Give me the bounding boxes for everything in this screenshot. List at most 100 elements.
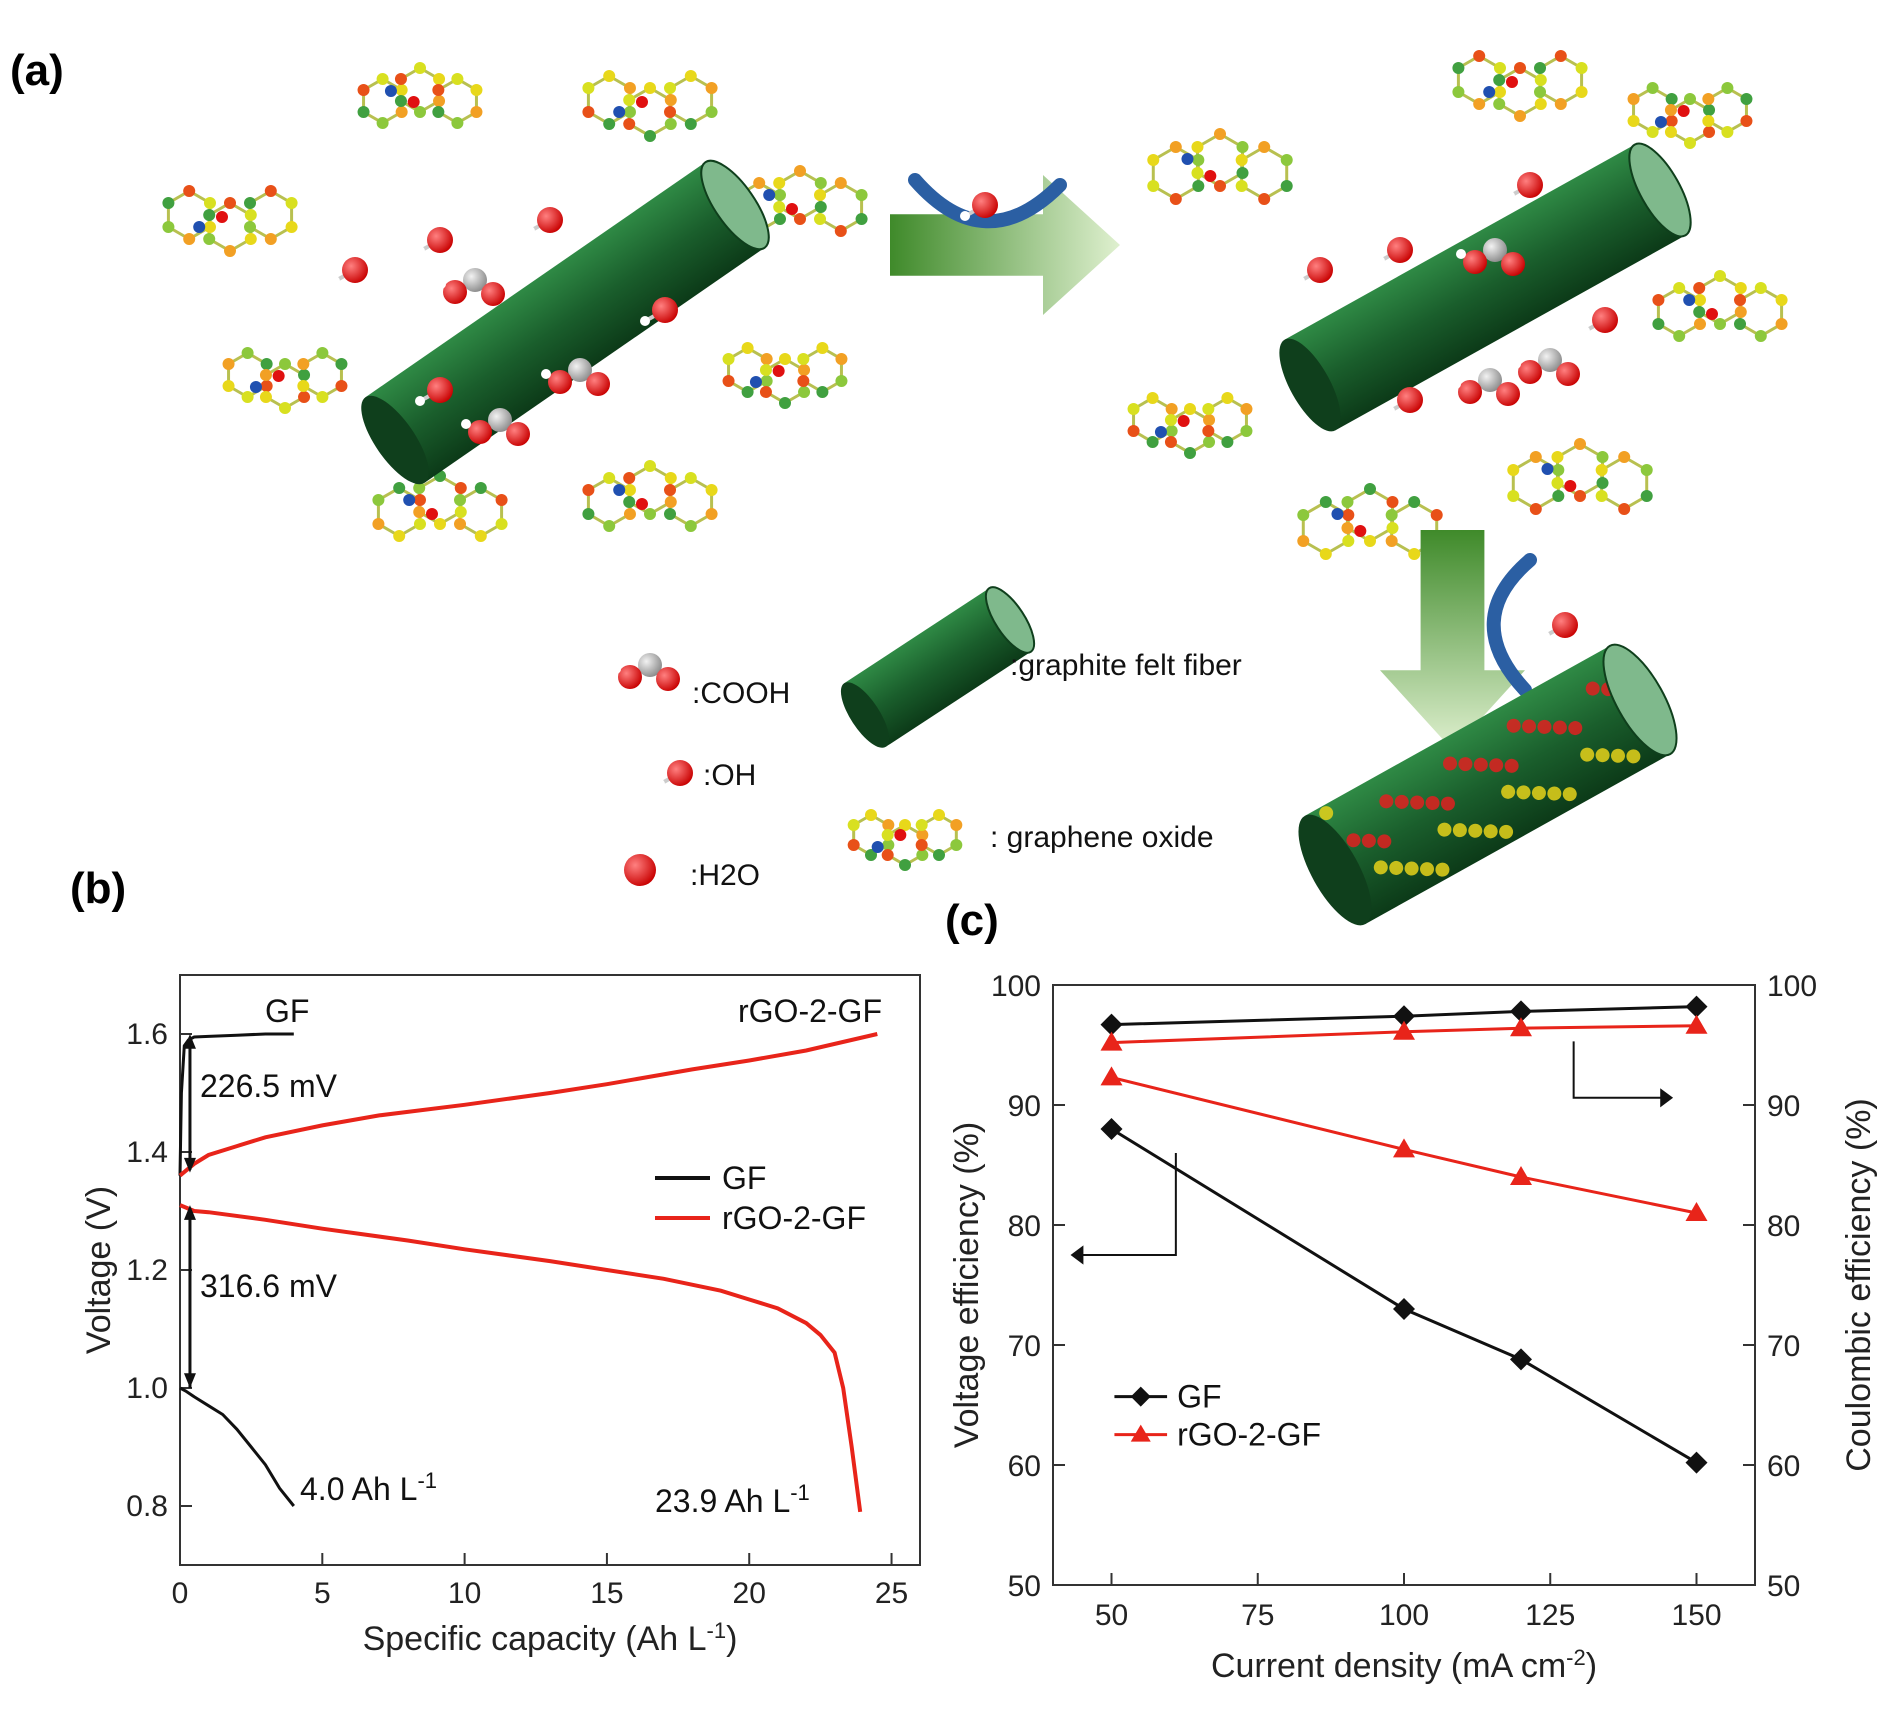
go-atom — [759, 364, 772, 376]
go-atom — [414, 62, 426, 74]
go-coating-dot — [1506, 718, 1521, 733]
y-tick-label-left: 100 — [991, 970, 1041, 1003]
go-oxygen — [1354, 525, 1367, 537]
go-atom — [623, 508, 636, 520]
go-atom — [413, 506, 426, 518]
go-atom — [1618, 503, 1631, 515]
go-atom — [1684, 93, 1696, 105]
go-atom — [224, 245, 236, 257]
go-atom — [760, 353, 773, 365]
go-atom — [474, 482, 487, 494]
go-atom — [162, 221, 175, 233]
go-coating-dot — [1452, 823, 1467, 838]
go-atom — [1146, 436, 1159, 448]
go-atom — [1775, 318, 1788, 330]
go-atom — [794, 165, 806, 177]
go-atom — [855, 213, 868, 225]
go-atom — [644, 460, 656, 472]
h-atom — [1511, 359, 1521, 369]
go-atom — [454, 494, 467, 506]
go-atom — [1236, 167, 1249, 179]
go-atom — [623, 94, 636, 106]
go-atom — [623, 82, 636, 94]
x-tick-label: 15 — [590, 1577, 623, 1610]
go-atom — [414, 106, 426, 118]
go-atom — [297, 380, 310, 392]
go-atom — [376, 117, 389, 129]
data-point-rgo — [1393, 1138, 1415, 1158]
go-atom — [741, 342, 754, 354]
go-coating-dot — [1516, 785, 1531, 800]
y-tick-label: 1.4 — [126, 1136, 168, 1169]
go-nitrogen — [1683, 294, 1696, 306]
go-atom — [664, 106, 677, 118]
go-atom — [915, 839, 928, 851]
arrow-shape — [1380, 530, 1525, 750]
o-atom — [1307, 257, 1333, 283]
go-coating-dot — [1626, 749, 1641, 764]
go-atom — [394, 73, 407, 85]
o-atom — [1518, 360, 1542, 384]
go-atom — [1364, 483, 1376, 495]
go-atom — [759, 386, 772, 398]
oh-group — [1295, 257, 1333, 286]
go-atom — [1514, 110, 1526, 122]
go-atom — [1551, 451, 1564, 463]
go-coating-dot — [1404, 861, 1419, 876]
y-tick-label-right: 50 — [1767, 1570, 1800, 1603]
data-point-gf — [1393, 1005, 1415, 1028]
series-line-rGO-2-GF-discharge — [179, 1203, 863, 1513]
plot-frame — [1052, 984, 1756, 1586]
go-atom — [1734, 282, 1747, 294]
o-atom — [481, 282, 505, 306]
go-atom — [814, 177, 827, 189]
graphene-oxide-molecule — [1507, 438, 1653, 515]
go-atom — [1596, 451, 1609, 463]
go-atom — [1575, 62, 1588, 74]
go-atom — [1552, 490, 1565, 502]
go-coating-dot — [1585, 681, 1600, 696]
go-atom — [916, 849, 929, 861]
series-line-GF-charge — [178, 1032, 294, 1176]
go-atom — [603, 118, 616, 130]
go-coating-dot — [1562, 787, 1577, 802]
go-atom — [865, 809, 877, 821]
fiber-body — [844, 588, 1031, 747]
h-atom — [612, 852, 624, 864]
graphene-oxide-molecule — [372, 470, 508, 542]
go-coating-dot — [1489, 758, 1504, 773]
go-atom — [881, 829, 894, 841]
go-atom — [1627, 93, 1640, 105]
o-atom — [427, 377, 453, 403]
go-atom — [454, 518, 467, 530]
go-coating-dot — [1420, 862, 1435, 877]
legend-label: GF — [722, 1160, 766, 1196]
go-coating-dot — [1410, 795, 1425, 810]
go-nitrogen — [1331, 508, 1344, 520]
go-atom — [1214, 128, 1226, 140]
go-atom — [1754, 282, 1767, 294]
go-atom — [1341, 496, 1354, 508]
go-atom — [582, 484, 595, 496]
go-coating-dot — [1522, 719, 1537, 734]
go-atom — [1202, 403, 1215, 415]
o-atom — [1397, 387, 1423, 413]
go-atom — [664, 94, 677, 106]
go-atom — [1554, 98, 1567, 110]
legend-label: rGO-2-GF — [722, 1200, 866, 1236]
go-atom — [794, 213, 806, 225]
go-atom — [1664, 126, 1677, 138]
go-atom — [1408, 496, 1421, 508]
series-line-GF-discharge — [179, 1386, 295, 1507]
go-coating-dot — [1547, 786, 1562, 801]
go-atom — [1646, 82, 1659, 94]
go-atom — [372, 518, 385, 530]
process-arrow-down — [1380, 530, 1525, 750]
cooh-group — [461, 408, 530, 446]
go-atom — [394, 95, 407, 107]
go-atom — [451, 117, 464, 129]
go-atom — [372, 494, 385, 506]
go-atom — [1127, 403, 1140, 415]
go-atom — [470, 106, 483, 118]
